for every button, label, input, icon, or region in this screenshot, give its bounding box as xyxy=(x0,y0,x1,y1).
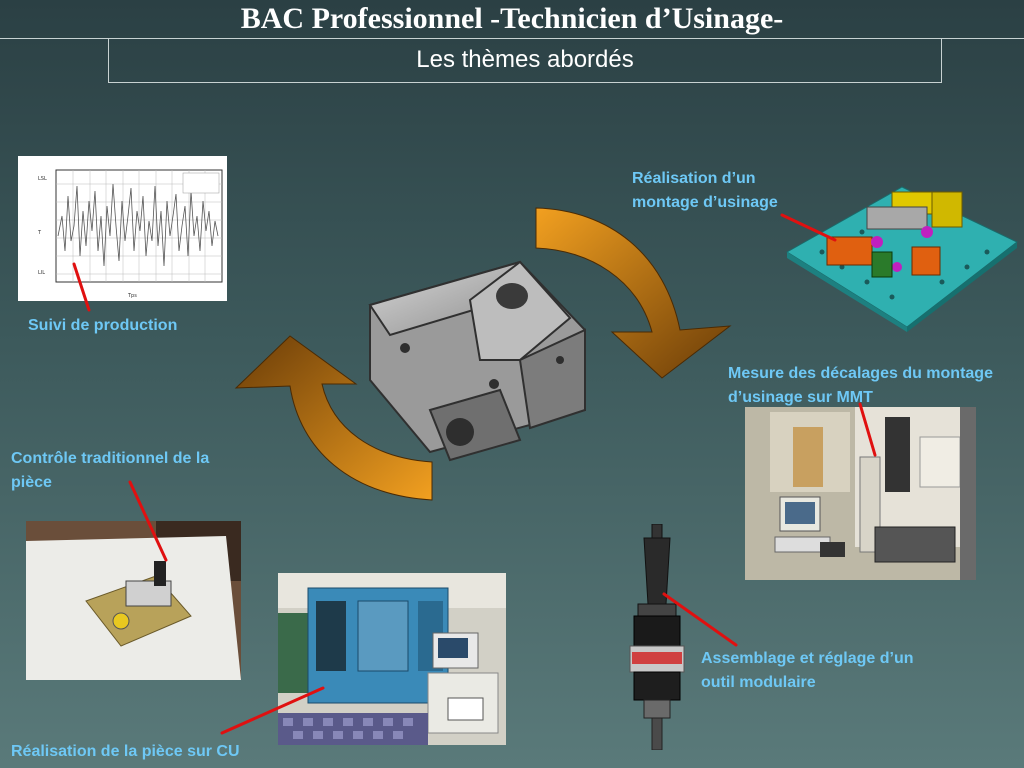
title-divider xyxy=(0,38,1024,39)
subtitle-box: Les thèmes abordés xyxy=(108,38,942,83)
page-subtitle: Les thèmes abordés xyxy=(416,46,634,73)
modular-tool-image xyxy=(626,524,688,750)
label-realisation-cu: Réalisation de la pièce sur CU xyxy=(11,743,240,760)
label-controle-traditionnel: Contrôle traditionnel de la pièce xyxy=(11,450,210,491)
fixture-cad-render xyxy=(782,172,1022,332)
control-chart-thumbnail: LSL LIL T Tps xyxy=(18,156,227,301)
cycle-arrow-right xyxy=(535,207,732,379)
chart-y-label: LSL xyxy=(38,176,47,182)
chart-y-label: T xyxy=(37,230,42,236)
traditional-control-photo xyxy=(26,521,241,680)
label-suivi-production: Suivi de production xyxy=(28,317,178,334)
chart-y-label: LIL xyxy=(38,270,45,276)
chart-x-caption: Tps xyxy=(127,293,137,299)
cmm-machine-photo xyxy=(745,407,976,580)
page-title: BAC Professionnel -Technicien d’Usinage- xyxy=(240,2,784,35)
label-mesure-mmt: Mesure des décalages du montage d’usinag… xyxy=(728,365,993,406)
machined-part-icon xyxy=(368,260,586,462)
cycle-arrow-left xyxy=(234,335,433,501)
label-realisation-montage: Réalisation d’un montage d’usinage xyxy=(632,170,778,211)
label-assemblage-outil: Assemblage et réglage d’un outil modulai… xyxy=(701,650,914,691)
cnc-machine-photo xyxy=(278,573,506,745)
